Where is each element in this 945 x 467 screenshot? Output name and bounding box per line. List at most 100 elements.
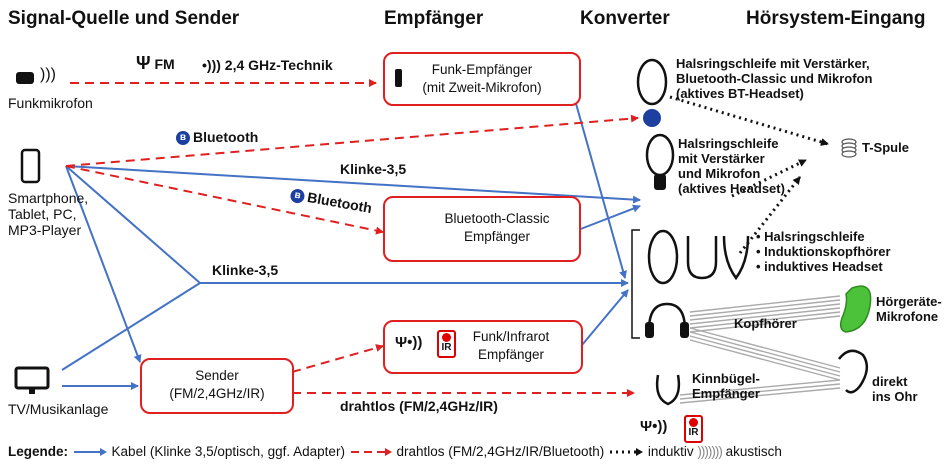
- inductive-lines: [669, 95, 829, 254]
- neckloop-headset-icon: [645, 133, 675, 177]
- ir-dot-icon: [689, 418, 698, 427]
- converter-glyphs: [636, 58, 869, 406]
- inductive-headset-tspule: [731, 158, 807, 198]
- legend-title: Legende:: [8, 444, 69, 459]
- converter-induktiv-item: • Induktionskopfhörer: [756, 244, 891, 259]
- bluetooth-icon: ʙ: [289, 188, 306, 205]
- induction-headphone-icon: [686, 236, 718, 280]
- antenna-wireless-icon: Ψ•)): [640, 418, 668, 435]
- cable-bt-headset: [577, 204, 641, 231]
- cable-klinke-top: [65, 165, 641, 204]
- source-smartphone-line-2: Tablet, PC,: [8, 206, 77, 222]
- label-drahtlos: drahtlos (FM/2,4GHz/IR): [340, 398, 498, 414]
- converter-halsring-headset-line-4: (aktives Headset): [678, 181, 785, 196]
- label-bluetooth-top-text: Bluetooth: [193, 129, 259, 145]
- legend-wireless: drahtlos (FM/2,4GHz/IR/Bluetooth): [396, 444, 605, 459]
- hearing-aid-icon: [839, 285, 872, 333]
- neckloop-bt-icon: [636, 58, 668, 106]
- source-tv: TV/Musikanlage: [8, 401, 109, 417]
- legend-acoustic: akustisch: [725, 444, 782, 459]
- legend-inductive-swatch: [610, 448, 644, 457]
- cable-lines: [61, 99, 641, 390]
- headphone-icon: [647, 302, 687, 331]
- converter-kinnbuegel-line-2: Empfänger: [692, 386, 760, 401]
- converter-kopfhoerer: Kopfhörer: [734, 316, 797, 331]
- radio-mic-waves-icon: ))): [40, 66, 56, 83]
- box-sender: Sender (FM/2,4GHz/IR): [140, 358, 294, 414]
- converter-induktiv-list: • Halsringschleife • Induktionskopfhörer…: [756, 229, 891, 274]
- converter-induktiv-item-text: Halsringschleife: [764, 229, 865, 244]
- box-bt-line-1: Bluetooth-Classic: [444, 211, 550, 226]
- legend: Legende: Kabel (Klinke 3,5/optisch, ggf.…: [8, 444, 782, 459]
- converter-induktiv-item: • Halsringschleife: [756, 229, 865, 244]
- antenna-wireless-icon: Ψ•)): [395, 334, 423, 351]
- legend-acoustic-swatch: ))))))): [697, 444, 723, 459]
- ir-dot-icon: [442, 333, 451, 342]
- acoustic-waves: [679, 295, 841, 404]
- converter-halsring-bt-line-3: (aktives BT-Headset): [676, 86, 804, 101]
- tcoil-icon: [841, 138, 857, 158]
- label-ghz: •))) 2,4 GHz-Technik: [202, 58, 333, 73]
- header-source: Signal-Quelle und Sender: [8, 8, 240, 29]
- inductive-headset-icon: [722, 235, 750, 281]
- header-receiver: Empfänger: [384, 8, 484, 29]
- antenna-icon: Ψ: [136, 53, 151, 73]
- ear-icon: [838, 349, 869, 394]
- cable-smartphone-sender: [65, 165, 142, 363]
- cable-tv-mid: [61, 282, 201, 371]
- wireless-lines: [65, 79, 639, 397]
- input-hoergeraete: Hörgeräte- Mikrofone: [876, 294, 942, 324]
- converter-halsring-bt-line-2: Bluetooth-Classic und Mikrofon: [676, 71, 873, 86]
- converter-halsring-headset-line-2: mit Verstärker: [678, 151, 765, 166]
- cable-smartphone-mid: [65, 165, 201, 284]
- input-direkt: direkt ins Ohr: [872, 374, 918, 404]
- converter-bracket: [631, 229, 640, 339]
- ir-badge-kinnbuegel: IR: [684, 415, 703, 443]
- header-converter: Konverter: [580, 8, 670, 29]
- converter-kinnbuegel: Kinnbügel- Empfänger: [692, 371, 760, 401]
- microphone-icon: [395, 69, 402, 87]
- converter-halsring-headset-line-1: Halsringschleife: [678, 136, 779, 151]
- converter-halsring-headset-line-3: und Mikrofon: [678, 166, 761, 181]
- input-hoergeraete-line-2: Mikrofone: [876, 309, 939, 324]
- converter-induktiv-item-text: Induktionskopfhörer: [764, 244, 891, 259]
- source-funkmikrofon: Funkmikrofon: [8, 95, 93, 111]
- box-funk-line-2: (mit Zweit-Mikrofon): [422, 80, 542, 95]
- box-bt-empfaenger: Bluetooth-Classic Empfänger: [383, 196, 581, 262]
- input-direkt-line-1: direkt: [872, 374, 908, 389]
- converter-fills: [14, 72, 689, 394]
- chin-receiver-icon: [655, 374, 681, 406]
- wireless-bluetooth-mid: [65, 165, 384, 235]
- legend-inductive: induktiv: [647, 444, 694, 459]
- ir-badge: IR: [437, 330, 456, 358]
- cable-funk-converter: [574, 99, 627, 279]
- box-funk-ir-empfaenger: Ψ•)) IR Funk/Infrarot Empfänger: [383, 320, 583, 374]
- legend-wireless-swatch: [350, 448, 392, 457]
- source-smartphone-line-3: MP3-Player: [8, 222, 82, 238]
- ir-badge-text: IR: [441, 342, 452, 353]
- source-smartphone: Smartphone, Tablet, PC, MP3-Player: [8, 190, 88, 238]
- label-fm-text: FM: [154, 56, 175, 72]
- box-bt-line-2: Empfänger: [463, 229, 531, 244]
- input-direkt-line-2: ins Ohr: [872, 389, 918, 404]
- legend-cable-swatch: [73, 448, 107, 457]
- legend-cable: Kabel (Klinke 3,5/optisch, ggf. Adapter): [111, 444, 345, 459]
- header-input: Hörsystem-Eingang: [746, 8, 926, 29]
- input-hoergeraete-line-1: Hörgeräte-: [876, 294, 942, 309]
- wireless-waves-icon: •))): [202, 57, 221, 73]
- converter-halsring-headset: Halsringschleife mit Verstärker und Mikr…: [678, 136, 785, 196]
- label-ghz-text: 2,4 GHz-Technik: [224, 57, 333, 73]
- converter-kinnbuegel-line-1: Kinnbügel-: [692, 371, 760, 386]
- ir-badge-kinnbuegel-text: IR: [688, 427, 699, 438]
- box-funkir-line-1: Funk/Infrarot: [472, 329, 550, 344]
- box-sender-line-2: (FM/2,4GHz/IR): [169, 386, 265, 401]
- inductive-list-tspule: [738, 176, 802, 254]
- neckloop-icon: [647, 229, 679, 285]
- wireless-bluetooth-top: [65, 114, 639, 167]
- label-klinke-top: Klinke-3,5: [340, 161, 407, 177]
- label-fm: Ψ FM: [136, 53, 175, 73]
- box-funkir-line-2: Empfänger: [477, 347, 545, 362]
- source-smartphone-line-1: Smartphone,: [8, 190, 89, 206]
